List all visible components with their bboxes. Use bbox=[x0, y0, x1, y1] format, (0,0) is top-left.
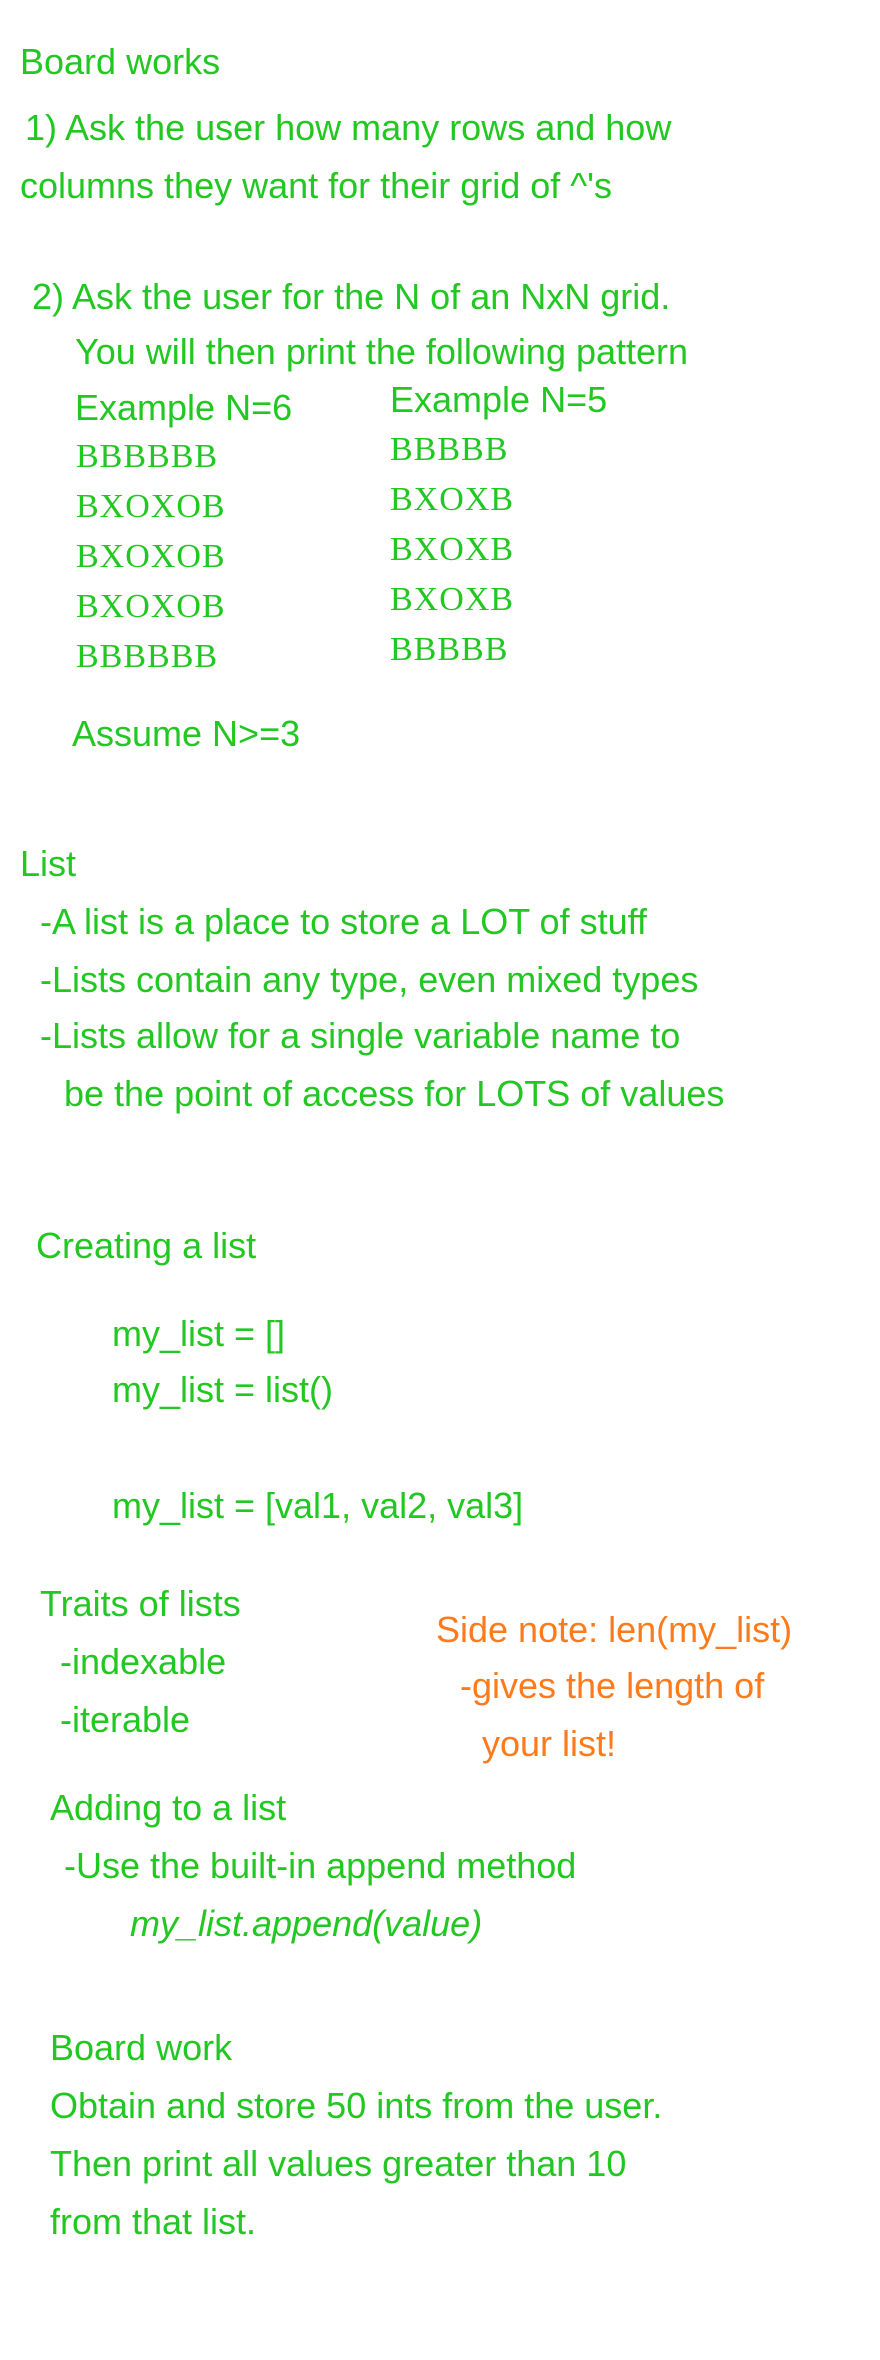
question1-line2: columns they want for their grid of ^'s bbox=[20, 165, 613, 206]
adding-heading: Adding to a list bbox=[50, 1787, 287, 1828]
creating-list-heading: Creating a list bbox=[36, 1225, 257, 1266]
list-bullet-3-line1: -Lists allow for a single variable name … bbox=[40, 1015, 681, 1056]
trait-iterable: -iterable bbox=[60, 1699, 191, 1740]
list-bullet-1: -A list is a place to store a LOT of stu… bbox=[40, 901, 647, 942]
traits-heading: Traits of lists bbox=[40, 1583, 241, 1624]
example-n6-label: Example N=6 bbox=[75, 387, 293, 428]
append-code: my_list.append(value) bbox=[130, 1903, 483, 1944]
code-list-constructor: my_list = list() bbox=[112, 1369, 334, 1410]
example-n6-row: BXOXOB bbox=[76, 538, 226, 575]
example-n5-row: BXOXB bbox=[390, 531, 515, 568]
question2-line2: You will then print the following patter… bbox=[75, 331, 689, 372]
example-n6-row: BXOXOB bbox=[76, 488, 226, 525]
board-work-heading: Board work bbox=[50, 2027, 233, 2068]
board-works-heading: Board works bbox=[20, 41, 221, 82]
question2-line1: 2) Ask the user for the N of an NxN grid… bbox=[32, 276, 671, 317]
question1-line1: 1) Ask the user how many rows and how bbox=[25, 107, 672, 148]
assume-note: Assume N>=3 bbox=[72, 713, 301, 754]
example-n5-label: Example N=5 bbox=[390, 379, 608, 420]
example-n6-row: BBBBBB bbox=[76, 638, 219, 675]
example-n6-row: BBBBBB bbox=[76, 438, 219, 475]
code-list-literal: my_list = [val1, val2, val3] bbox=[112, 1485, 524, 1526]
side-note-line1: Side note: len(my_list) bbox=[436, 1609, 793, 1650]
adding-description: -Use the built-in append method bbox=[64, 1845, 577, 1886]
board-work-line1: Obtain and store 50 ints from the user. bbox=[50, 2085, 663, 2126]
board-work-line3: from that list. bbox=[50, 2201, 257, 2242]
side-note-line3: your list! bbox=[482, 1723, 617, 1764]
example-n5-grid: BBBBB BXOXB BXOXB BXOXB BBBBB bbox=[390, 425, 514, 675]
list-heading: List bbox=[20, 843, 77, 884]
trait-indexable: -indexable bbox=[60, 1641, 227, 1682]
example-n5-row: BBBBB bbox=[390, 631, 509, 668]
code-empty-list: my_list = [] bbox=[112, 1313, 286, 1354]
board-work-line2: Then print all values greater than 10 bbox=[50, 2143, 627, 2184]
example-n5-row: BBBBB bbox=[390, 431, 509, 468]
example-n5-row: BXOXB bbox=[390, 481, 515, 518]
example-n5-row: BXOXB bbox=[390, 581, 515, 618]
example-n6-row: BXOXOB bbox=[76, 588, 226, 625]
list-bullet-3-line2: be the point of access for LOTS of value… bbox=[64, 1073, 725, 1114]
list-bullet-2: -Lists contain any type, even mixed type… bbox=[40, 959, 699, 1000]
side-note-line2: -gives the length of bbox=[460, 1665, 765, 1706]
example-n6-grid: BBBBBB BXOXOB BXOXOB BXOXOB BBBBBB bbox=[76, 432, 226, 682]
